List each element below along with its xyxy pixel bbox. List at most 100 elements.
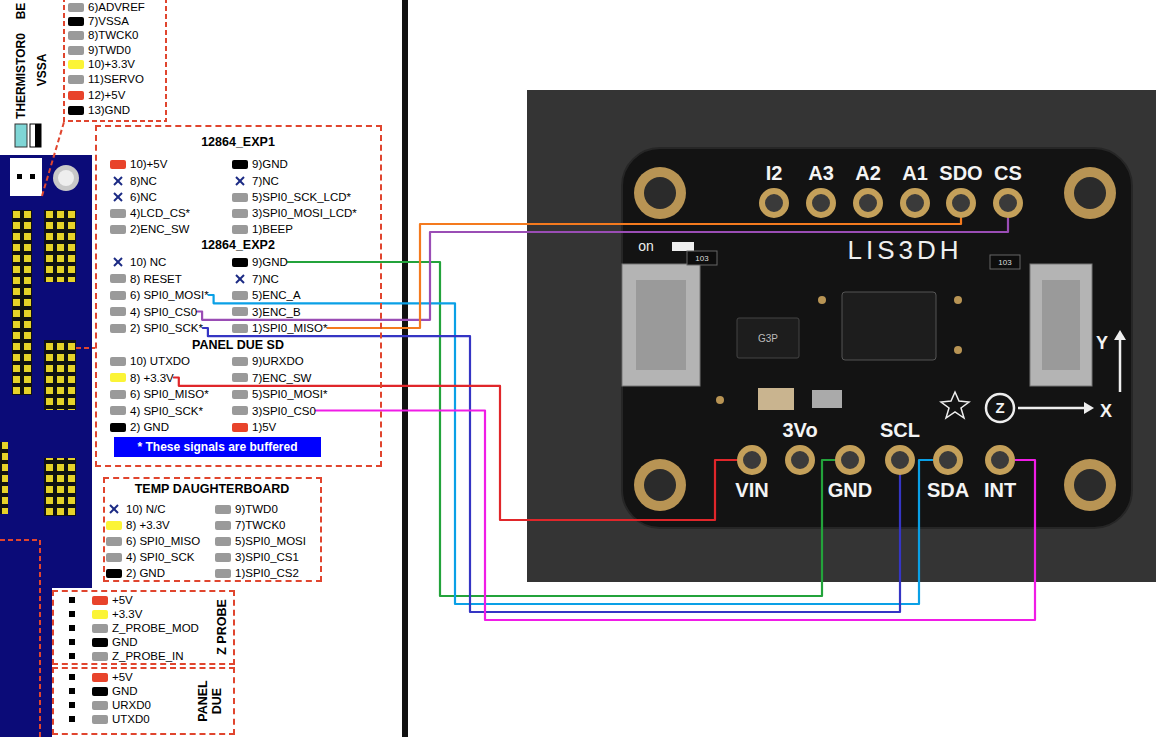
pin-dot [69,611,75,617]
breakout-pcb [622,148,1132,528]
pin-marker [106,553,122,562]
breakout-board: LIS3DHI2A3A2A1SDOCSVIN3VoGNDSCLSDAINT [622,148,1132,528]
pin-label: 11)SERVO [88,73,144,85]
no-connect-mark [232,273,248,285]
pin-label: 4) SPI0_CS0 [130,306,197,318]
pin-marker [110,390,126,399]
pin-row: 10)+3.3V [68,58,135,70]
pin-dot [69,625,75,631]
pin-row: 5)SPI0_SCK_LCD* [232,191,351,203]
pin-row: +3.3V [92,608,142,620]
pin-marker [68,91,84,100]
pin-dot [17,174,22,179]
pin-row: 5)SPI0_MOSI* [232,388,327,400]
no-connect-stroke [236,177,244,185]
wire-swatch [15,124,27,147]
pin-row: GND [92,636,138,648]
pin-marker [92,638,108,647]
pin-label: 6)ADVREF [88,1,145,13]
vertical-label: THERMISTOR0 [15,33,28,119]
pin-label: 2) GND [130,421,169,433]
mounting-hole [634,459,686,511]
solder-pad: SCL [885,445,915,475]
pin-label: 10)+3.3V [88,58,135,70]
pin-marker [110,209,126,218]
pin-marker [232,324,248,333]
stemma-connector [636,280,686,370]
pin-row: 9)URXDO [232,355,304,367]
pin-dot [69,597,75,603]
pin-header [12,210,32,395]
pin-label: 6) SPI0_MISO* [130,388,209,400]
pin-label: 8)TWCK0 [88,29,138,41]
axis-label: X [1100,402,1112,421]
pin-marker [232,373,248,382]
pin-label: Z_PROBE_IN [112,650,184,662]
pin-marker [110,274,126,283]
pin-label: +5V [112,671,133,683]
axis-arrow [1018,407,1086,410]
pin-label: GND [112,636,138,648]
pin-label: 9)GND [252,158,288,170]
pin-header [12,210,32,395]
jumper-wire [203,328,900,612]
pin-dot [69,688,75,694]
pin-marker [215,537,231,546]
pin-label: 10) UTXDO [130,355,190,367]
solder-pad: INT [985,445,1015,475]
pin-label: 2)ENC_SW [130,223,189,235]
no-connect-mark [232,175,248,187]
pin-marker [68,75,84,84]
mounting-hole [644,469,676,501]
pin-label: 3)ENC_B [252,306,301,318]
pin-marker [92,596,108,605]
pin-label: 6)NC [130,191,157,203]
pin-label: 8)NC [130,175,157,187]
pin-row: 5)SPI0_MOSI [215,535,306,547]
pin-label: 1)5V [252,421,276,433]
pin-label: 5)SPI0_MOSI* [252,388,327,400]
pin-header [44,210,76,282]
axis-arrowhead [1084,402,1094,414]
pin-row: 9)TWD0 [68,44,131,56]
vertical-label: BE [15,3,28,20]
pin-label: 7)VSSA [88,15,129,27]
via [818,296,826,304]
pin-row: 7)ENC_SW [232,372,311,384]
pin-label: 7)TWCK0 [235,519,285,531]
connector-panel: 12864_EXP110)+5V9)GND8)NC7)NC6)NC5)SPI0_… [95,125,382,467]
pin-marker [110,160,126,169]
axis-label: Y [1096,334,1108,353]
axis-arrow [1119,338,1122,392]
controller-board [0,155,92,737]
solder-pad: A3 [806,188,836,218]
via [954,296,962,304]
pin-row: 6) SPI0_MISO [106,535,200,547]
pin-dot [69,653,75,659]
pin-row: 13)GND [68,104,130,116]
pin-row: 4) SPI0_SCK [106,551,194,563]
pin-marker [68,17,84,26]
pin-row: 1)SPI0_MISO* [232,322,327,334]
solder-pad: VIN [737,445,767,475]
mounting-hole [1074,469,1106,501]
pin-label: 6) SPI0_MOSI* [130,289,209,301]
pin-marker [110,291,126,300]
pin-label: 9)GND [252,256,288,268]
pin-row: 7)NC [232,175,279,187]
jumper-wire [316,411,1035,621]
pad-label: A1 [902,162,928,184]
pin-dot [69,674,75,680]
pin-marker [92,673,108,682]
pin-row: Z_PROBE_MOD [92,622,199,634]
pin-header [0,442,8,514]
divider-bar [402,0,408,737]
resistor [990,255,1020,269]
jumper-wire [327,218,961,328]
pin-row: 2) GND [110,421,169,433]
no-connect-mark [106,503,122,515]
dashed-leader [76,347,95,349]
pin-row: 9)GND [232,158,288,170]
pin-marker [68,46,84,55]
pin-marker [68,60,84,69]
